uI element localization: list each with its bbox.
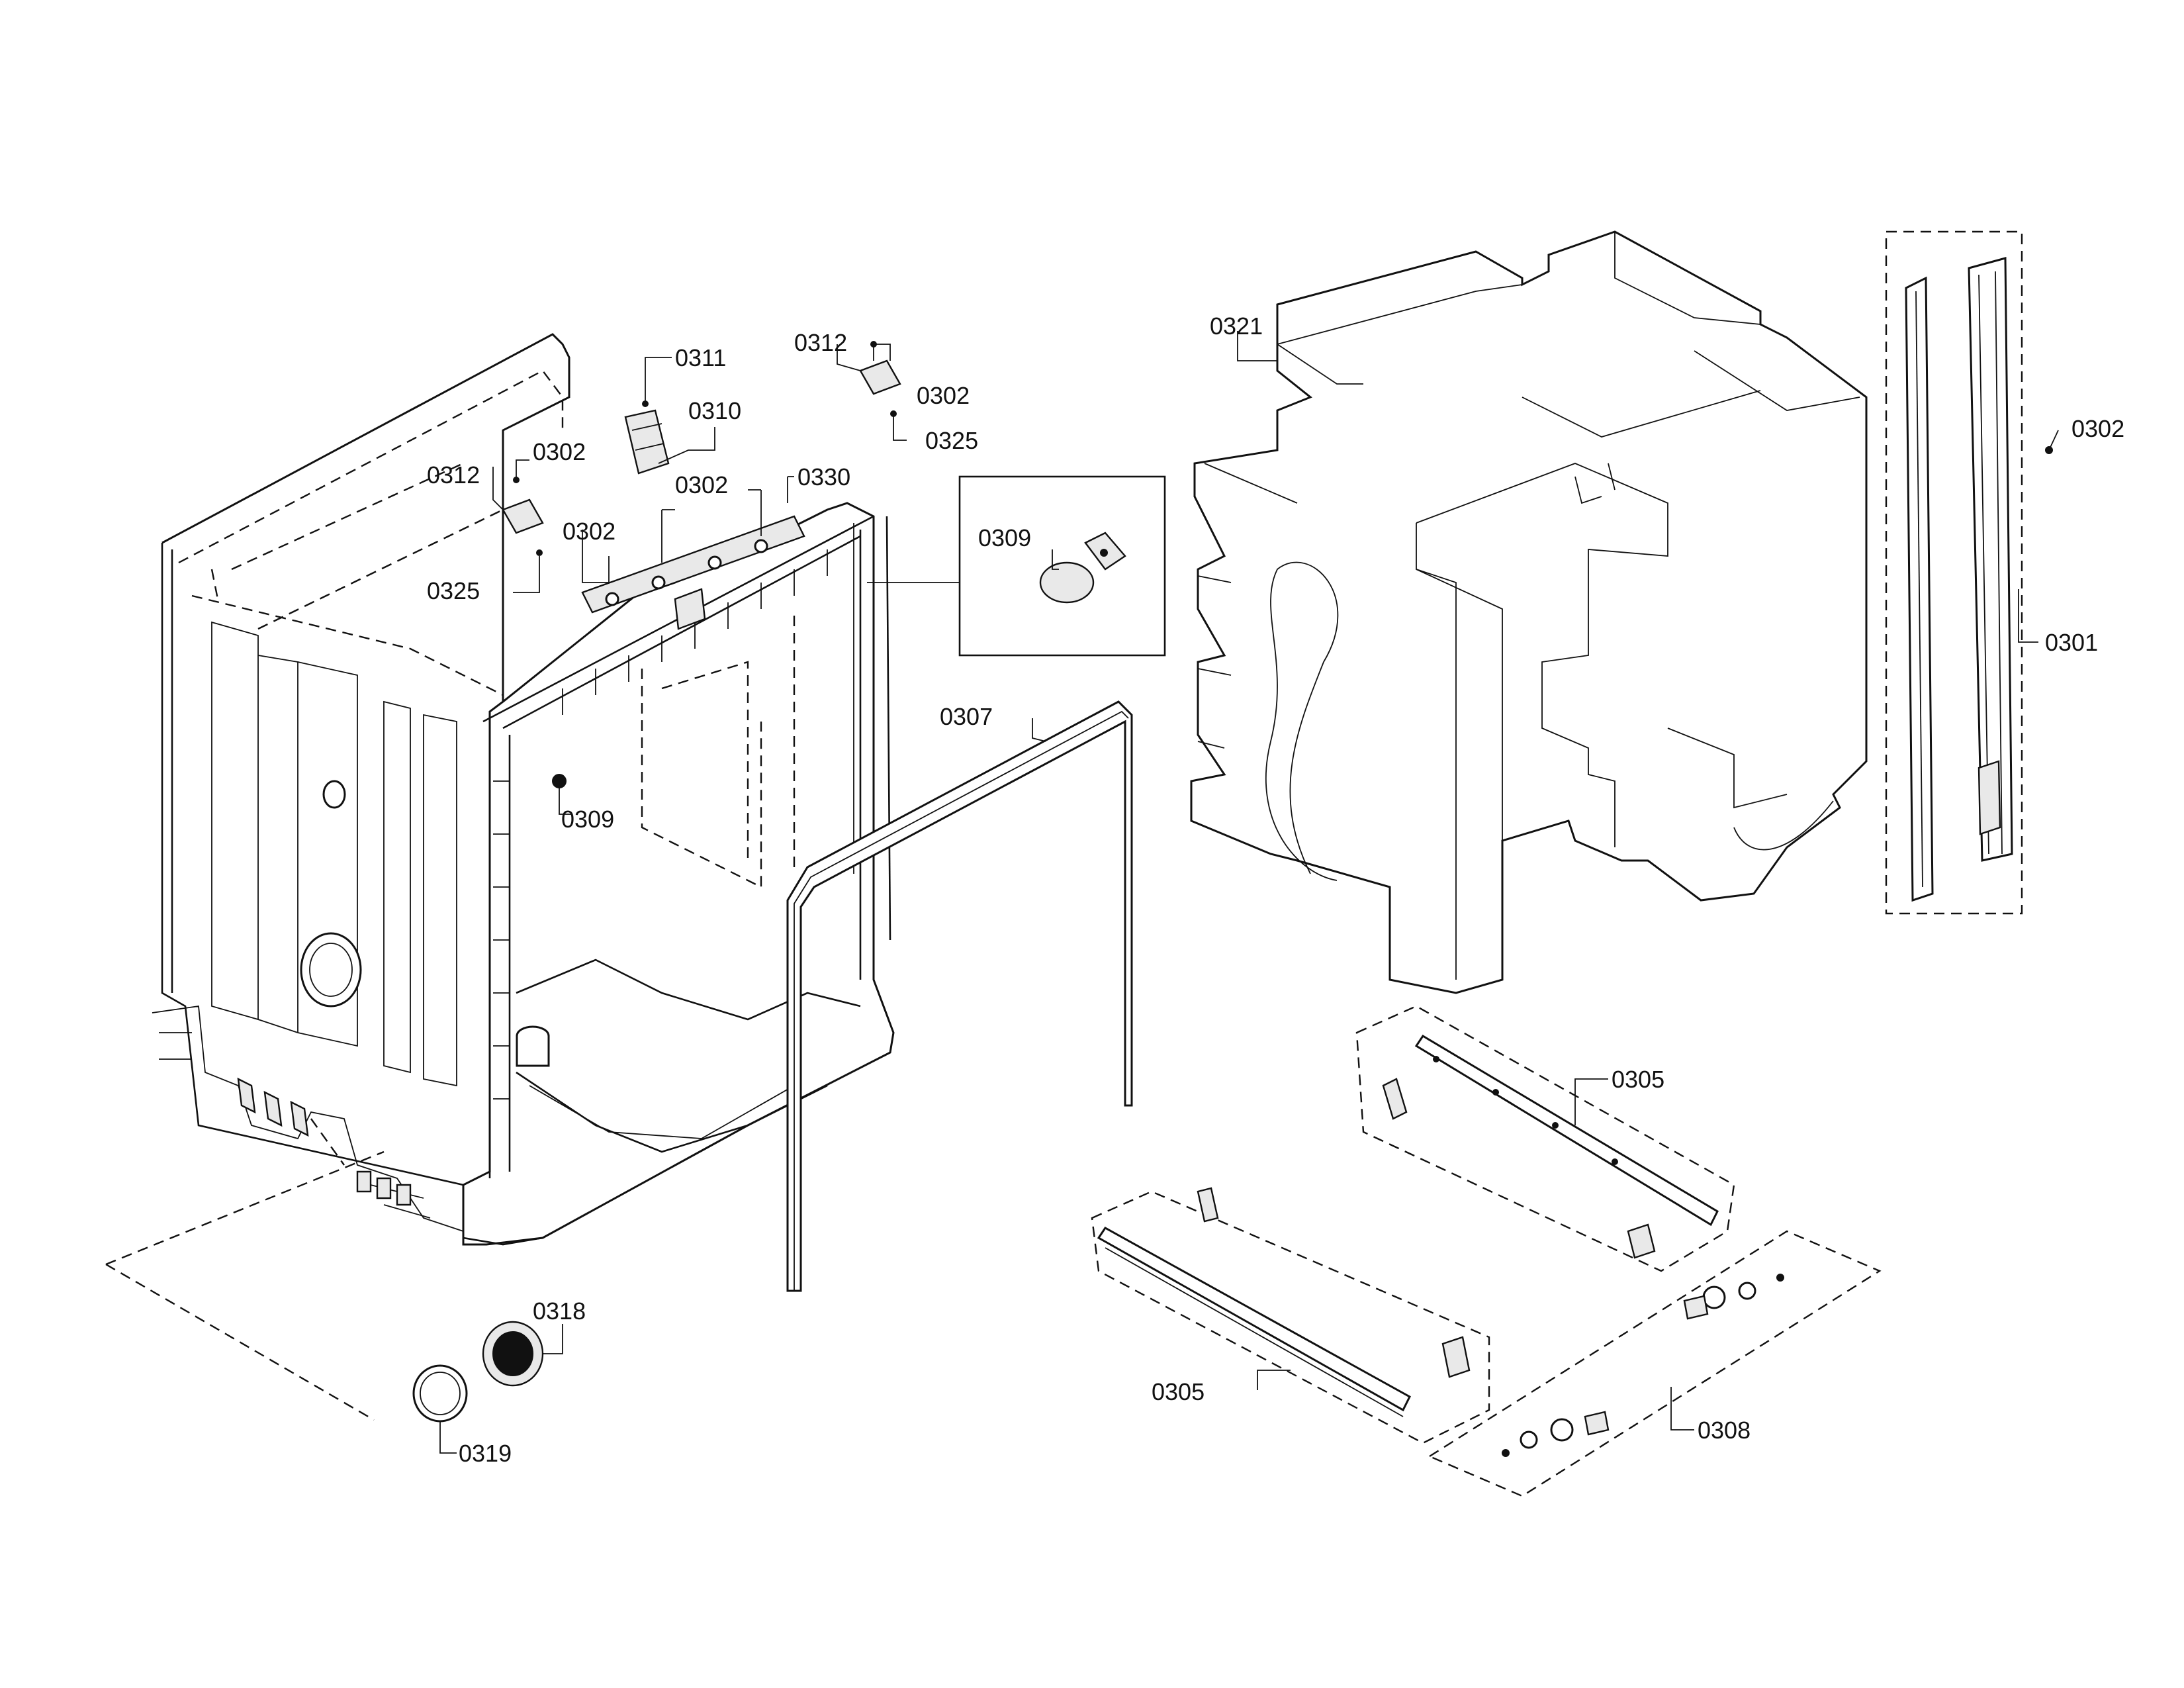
label-0330: 0330 — [797, 463, 850, 491]
label-0311: 0311 — [675, 344, 726, 371]
label-0302-e: 0302 — [2071, 415, 2124, 442]
label-0309-tub: 0309 — [561, 806, 614, 833]
door-seal-0307 — [786, 700, 1133, 1292]
label-0319: 0319 — [459, 1440, 512, 1467]
hinge-bracket-0310 — [624, 400, 670, 475]
label-0302-d: 0302 — [917, 382, 970, 409]
label-0305-upper: 0305 — [1612, 1066, 1664, 1093]
side-trim-box-0301 — [1885, 230, 2059, 915]
detail-box-0309 — [958, 475, 1166, 657]
label-0301: 0301 — [2045, 629, 2098, 656]
label-0325-right: 0325 — [925, 427, 978, 454]
bracket-plate-0312-left — [502, 477, 544, 556]
sump-base-dashed-area — [105, 1118, 385, 1421]
rail-box-0305-upper — [1355, 1005, 1735, 1272]
label-0312-left: 0312 — [427, 461, 480, 489]
leader-0321 — [1237, 331, 1277, 361]
label-0312-right: 0312 — [794, 329, 847, 356]
sump-cover-0318 — [482, 1321, 563, 1387]
mounting-strip-0330 — [581, 515, 805, 630]
label-0310: 0310 — [688, 397, 741, 424]
label-0302-c: 0302 — [675, 471, 728, 498]
roller-kit-box-0308 — [1428, 1230, 1882, 1497]
label-0325-left: 0325 — [427, 577, 480, 604]
label-0318: 0318 — [533, 1297, 586, 1325]
bracket-plate-0312-right — [859, 341, 901, 417]
label-0302-b: 0302 — [563, 518, 615, 545]
sump-ring-0319 — [412, 1364, 468, 1454]
label-0321: 0321 — [1210, 312, 1263, 340]
rail-box-0305-lower — [1091, 1187, 1490, 1444]
tub-assembly — [152, 333, 895, 1246]
label-0307: 0307 — [940, 703, 993, 730]
label-0308: 0308 — [1698, 1417, 1751, 1444]
insulation-blanket-0321 — [1190, 230, 1868, 994]
label-0309-detail: 0309 — [978, 524, 1031, 551]
label-0302-a: 0302 — [533, 438, 586, 465]
label-0305-lower: 0305 — [1152, 1378, 1205, 1405]
left-leaders — [492, 344, 960, 874]
